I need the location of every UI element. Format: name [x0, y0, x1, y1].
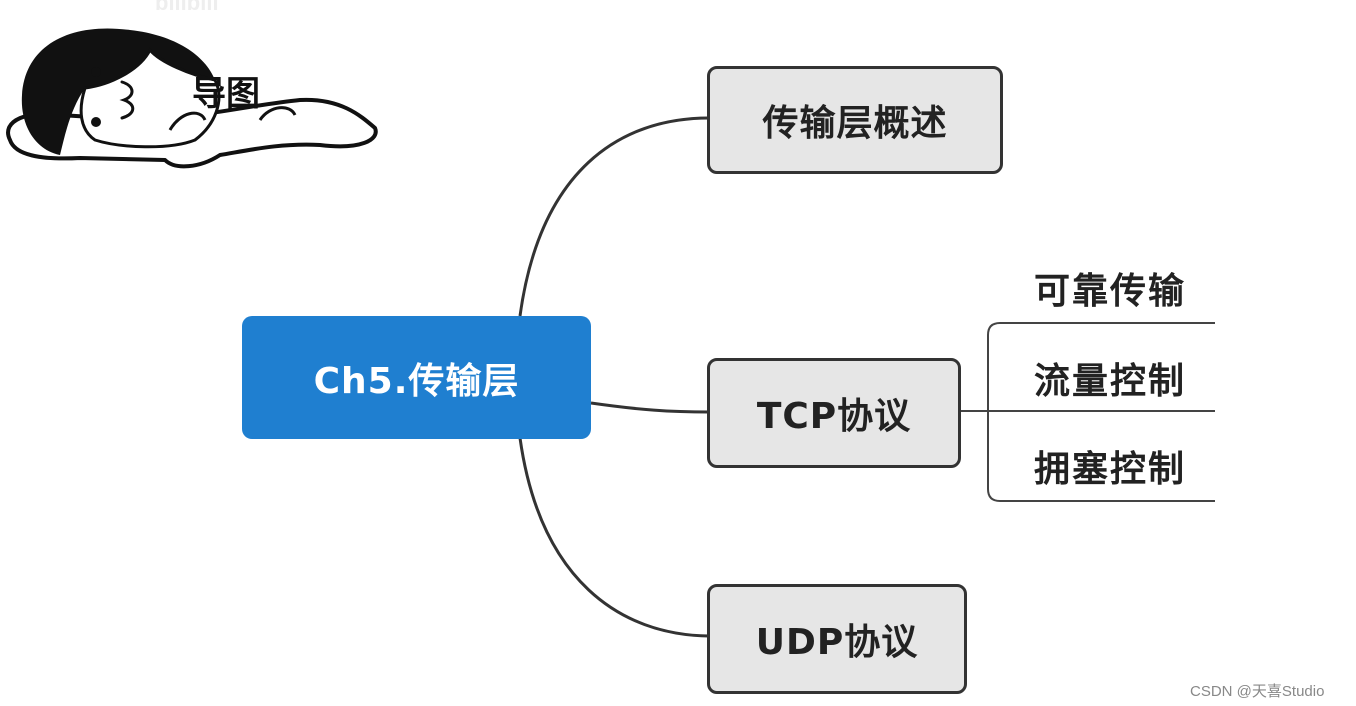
leaf-reliable-transfer[interactable]: 可靠传输 — [1034, 271, 1187, 312]
bilibili-watermark: bilibili — [155, 0, 219, 15]
sticker-title: 导图 — [192, 74, 260, 114]
child-node-overview[interactable]: 传输层概述 — [707, 66, 1003, 174]
child-node-udp[interactable]: UDP协议 — [707, 584, 967, 694]
connector-root-udp — [518, 437, 710, 638]
root-node[interactable]: Ch5.传输层 — [242, 316, 591, 439]
leaf-flow-control[interactable]: 流量控制 — [1034, 361, 1187, 402]
csdn-watermark: CSDN @天喜Studio — [1190, 683, 1325, 700]
sleeping-character-icon — [6, 28, 378, 169]
leaf-congestion-control[interactable]: 拥塞控制 — [1034, 449, 1187, 490]
connector-root-tcp — [590, 401, 710, 414]
connector-tcp-subitems — [959, 322, 1215, 502]
connector-root-overview — [518, 116, 710, 317]
child-node-tcp[interactable]: TCP协议 — [707, 358, 961, 468]
